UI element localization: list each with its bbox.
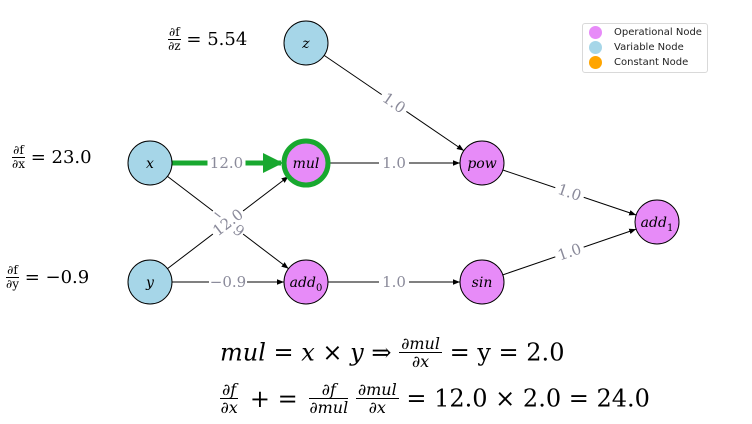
edge-label-bg [379,273,409,291]
formula-line-2: ∂f ∂x + = ∂f ∂mul ∂mul ∂x = 12.0 × 2.0 =… [220,381,650,416]
legend-constant-marker [589,56,602,69]
node-sin: sin [459,259,505,305]
edge-label-bg [552,179,587,206]
legend-item-variable: Variable Node [589,40,684,55]
node-label: y [145,275,155,291]
node-label: z [301,36,310,52]
edges-layer: 1.012.0−0.912.0−0.91.01.01.01.0 [167,54,637,291]
edge-label-bg [376,87,412,119]
node-circle [127,259,173,305]
node-mul: mul [281,138,331,188]
edge-label: 12.0 [207,154,246,172]
edge-label-bg [379,154,409,172]
gradient-z: ∂f ∂z = 5.54 [168,26,247,53]
gradient-z-num: ∂f [168,25,181,40]
node-label: add0 [290,275,323,294]
legend-item-constant: Constant Node [589,55,688,70]
formula-2-f2-den: ∂mul [309,398,349,417]
node-label-subscript: 0 [316,283,322,294]
node-x: x [127,140,173,186]
formula-2-op: + = [249,384,298,413]
legend: Operational Node Variable Node Constant … [582,23,708,73]
legend-variable-label: Variable Node [614,42,684,53]
edge-label-bg [209,273,247,291]
edge-mul-pow: 1.0 [328,154,460,172]
formula-2-f1-num: ∂f [220,380,239,399]
node-circle [281,138,331,188]
node-add0: add0 [283,259,329,305]
formula-2-f3-num: ∂mul [355,380,399,399]
gradient-x-den: ∂x [12,157,25,171]
formula-1-lhs: mul = x × y ⇒ [220,338,392,367]
legend-operational-label: Operational Node [614,27,702,38]
legend-constant-label: Constant Node [614,57,689,68]
nodes-layer: z x y mul add0 pow sin add1 [127,20,680,305]
gradient-y-value: = −0.9 [24,267,90,288]
node-label: add1 [641,215,674,234]
node-pow: pow [459,140,505,186]
node-label: x [146,156,154,172]
edge-label: −0.9 [209,273,247,291]
edge-label-text: 12.0 [210,154,243,172]
formula-1-frac-den: ∂x [411,352,430,371]
node-z: z [283,20,329,66]
edge-sin-add1: 1.0 [502,228,637,276]
edge-add0-sin: 1.0 [328,273,460,291]
formula-line-1: mul = x × y ⇒ ∂mul ∂x = y = 2.0 [220,335,564,370]
gradient-y-den: ∂y [6,277,19,291]
edge-y-add0: −0.9 [172,273,284,291]
edge-label: 1.0 [379,273,409,291]
edge-label: 1.0 [552,179,587,206]
node-circle [283,20,329,66]
node-label-subscript: 1 [667,223,673,234]
gradient-z-value: = 5.54 [186,29,248,50]
node-circle [459,140,505,186]
legend-variable-marker [589,41,602,54]
edge-pow-add1: 1.0 [502,169,637,216]
node-circle [283,259,329,305]
edge-x-mul: 12.0 [172,153,283,173]
edge-label: 1.0 [379,154,409,172]
edge-z-pow: 1.0 [323,54,465,152]
edge-label: 12.0 [207,203,249,242]
formula-2-rhs: = 12.0 × 2.0 = 24.0 [406,384,650,413]
gradient-y-num: ∂f [6,263,19,278]
node-circle [127,140,173,186]
node-circle [634,199,680,245]
edge-label-bg [207,154,246,172]
formula-1-frac-num: ∂mul [399,334,442,353]
edge-label: 1.0 [552,238,587,266]
formula-2-f1-den: ∂x [220,398,238,417]
node-label: sin [472,275,493,291]
legend-operational-marker [589,26,602,39]
node-label: mul [293,156,320,172]
node-circle [459,259,505,305]
formula-2-f2-num: ∂f [309,381,349,399]
node-y: y [127,259,173,305]
node-add1: add1 [634,199,680,245]
legend-item-operational: Operational Node [589,25,702,40]
gradient-x: ∂f ∂x = 23.0 [12,144,92,171]
edge-label-text: −0.9 [210,273,246,291]
formula-1-rhs: = y = 2.0 [449,338,565,367]
gradient-x-num: ∂f [12,143,25,158]
edge-label: 1.0 [376,87,412,119]
node-label: pow [467,156,496,172]
edge-label-bg [552,238,587,266]
formula-2-f3-den: ∂x [368,398,386,417]
gradient-z-den: ∂z [168,39,181,53]
edge-label-text: 1.0 [382,154,406,172]
edge-label-text: 1.0 [382,273,406,291]
gradient-x-value: = 23.0 [30,147,92,168]
edge-label-bg [207,203,249,242]
gradient-y: ∂f ∂y = −0.9 [6,264,89,291]
